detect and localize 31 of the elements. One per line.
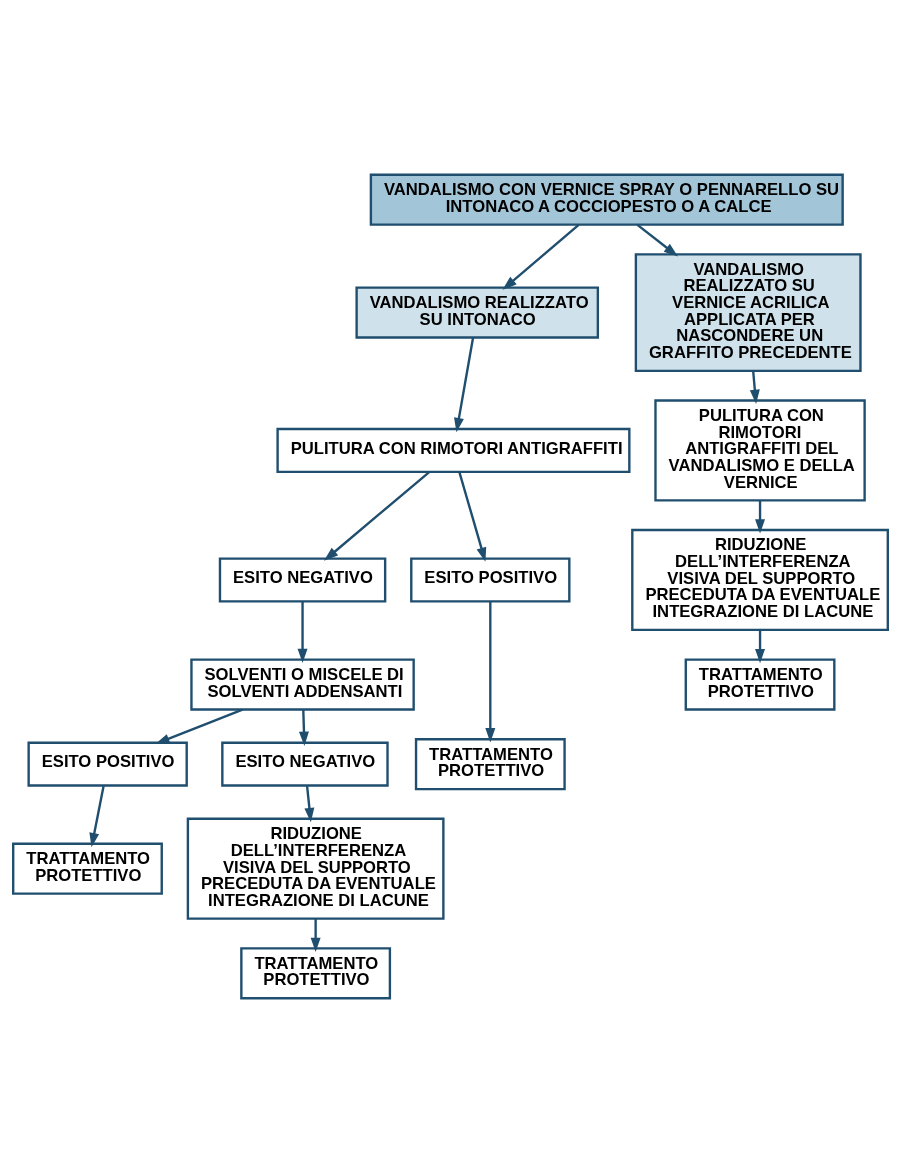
arrow [454,337,475,433]
node-box: ESITO POSITIVO [410,557,571,603]
arrow [749,370,760,404]
node-box: VANDALISMO REALIZZATO SU VERNICE ACRILICA APPLICATA PER NASCONDERE UN GRAFFITO PRECEDENTE [634,253,862,372]
node-box: PULITURA CON RIMOTORI ANTIGRAFFITI [276,427,631,473]
arrow [297,601,308,664]
node-box: VANDALISMO CON VERNICE SPRAY O PENNARELLO SU INTONACO A COCCIOPESTO O A CALCE [369,173,844,226]
arrow [755,630,766,664]
arrow [324,471,430,561]
node-box: TRATTAMENTO PROTETTIVO [240,947,392,1000]
arrow [502,223,580,290]
node-box: ESITO NEGATIVO [218,557,387,603]
arrow [155,708,243,745]
node-box: TRATTAMENTO PROTETTIVO [414,738,566,791]
arrow [89,785,105,848]
node-box: SOLVENTI O MISCELE DI SOLVENTI ADDENSANTI [190,658,415,711]
node-box: RIDUZIONE DELL’INTERFERENZA VISIVA DEL SUPPORTO PRECEDUTA DA EVENTUALE INTEGRAZIONE DI LACUNE [186,817,445,920]
node-box: ESITO POSITIVO [27,741,188,787]
node-box: PULITURA CON RIMOTORI ANTIGRAFFITI DEL VANDALISMO E DELLA VERNICE [654,399,866,502]
arrow [755,500,766,534]
arrow [485,601,496,743]
node-box: RIDUZIONE DELL’INTERFERENZA VISIVA DEL SUPPORTO PRECEDUTA DA EVENTUALE INTEGRAZIONE DI LACUNE [631,528,889,632]
arrow [636,223,678,257]
arrow [298,709,309,746]
node-box: ESITO NEGATIVO [221,741,389,787]
arrow [304,785,315,823]
node-box: VANDALISMO REALIZZATO SU INTONACO [355,286,600,339]
arrow [458,471,487,562]
arrow [310,918,321,952]
node-box: TRATTAMENTO PROTETTIVO [684,658,836,711]
node-box: TRATTAMENTO PROTETTIVO [12,842,163,895]
